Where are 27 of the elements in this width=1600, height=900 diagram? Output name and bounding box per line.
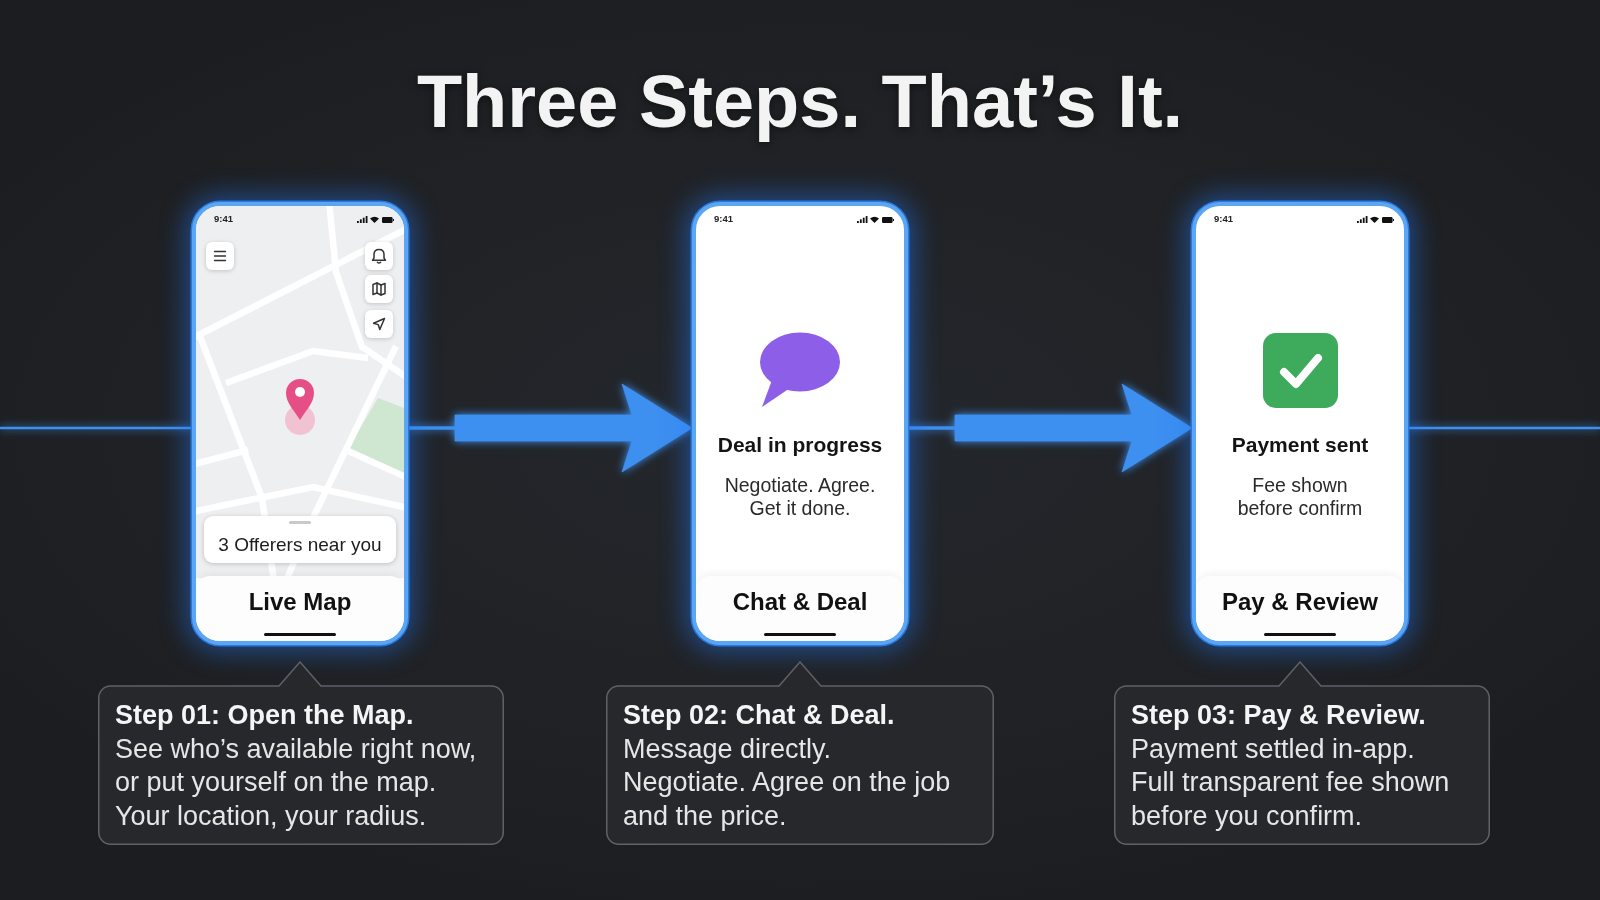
card-text: 3 Offerers near you xyxy=(217,533,383,557)
callout-box xyxy=(1114,661,1490,845)
tab-label: Pay & Review xyxy=(1220,588,1380,616)
status-time: 9:41 xyxy=(214,213,233,224)
status-time: 9:41 xyxy=(714,213,733,224)
step-heading: Step 02: Chat & Deal. xyxy=(623,699,896,732)
step-heading: Step 03: Pay & Review. xyxy=(1131,699,1427,732)
step-description: Payment settled in-app. Full transparent fee shown before you confirm. xyxy=(1131,732,1451,833)
arrow xyxy=(907,383,1193,473)
step-heading: Step 01: Open the Map. xyxy=(115,699,415,732)
tab-label: Chat & Deal xyxy=(731,588,869,616)
status-message: Fee shown before confirm xyxy=(1236,474,1364,520)
phone-screen xyxy=(692,202,908,645)
tab-label: Live Map xyxy=(247,588,353,616)
title: Three Steps. That’s It. xyxy=(416,60,1184,144)
status-time: 9:41 xyxy=(1214,213,1233,224)
arrow xyxy=(407,383,693,473)
status-message: Negotiate. Agree. Get it done. xyxy=(723,474,877,520)
step-description: See who’s available right now, or put yourself on the map. Your location, your radius. xyxy=(115,732,478,833)
step-description: Message directly. Negotiate. Agree on the job and the price. xyxy=(623,732,952,833)
status-heading: Payment sent xyxy=(1230,432,1370,458)
info-card xyxy=(204,516,396,563)
status-heading: Deal in progress xyxy=(716,432,884,458)
callout-box xyxy=(606,661,994,845)
phone-screen xyxy=(192,202,408,645)
callout-box xyxy=(98,661,504,845)
phone-screen xyxy=(1192,202,1408,645)
